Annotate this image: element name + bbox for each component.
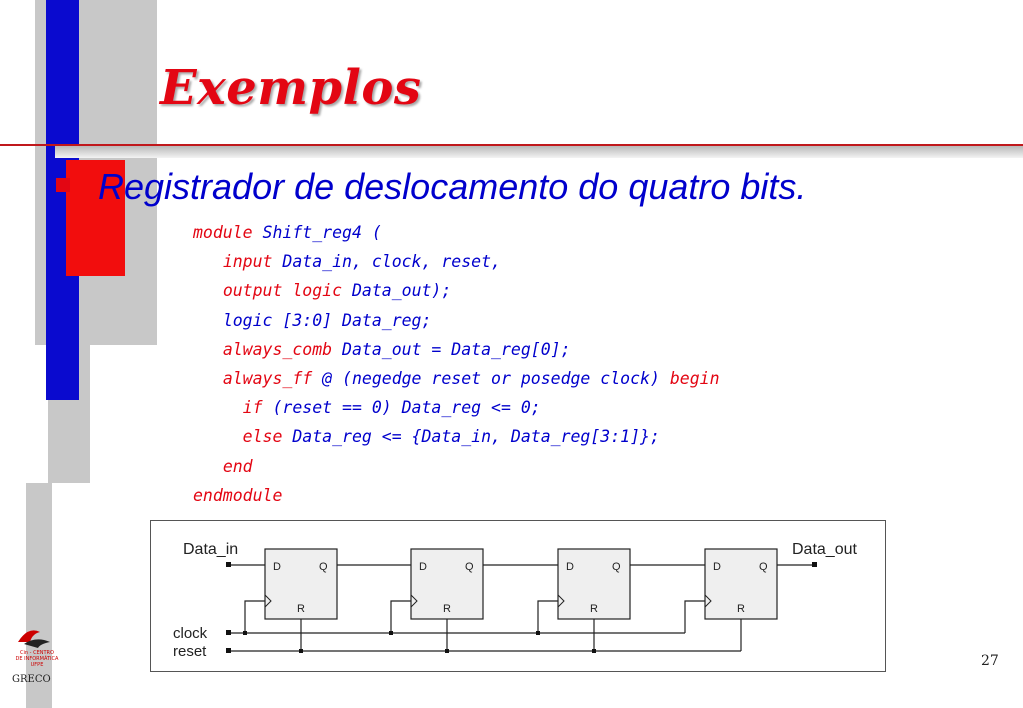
logo-caption: Cin - CENTRO DE INFORMÁTICA UFPE [11,650,63,668]
data-in-label: Data_in [183,541,238,558]
flipflop-2: D Q R [410,548,484,620]
page-number: 27 [981,653,999,669]
ff-q-label: Q [612,561,621,573]
logo-caption-line: UFPE [30,662,44,668]
shift-register-diagram: Data_in Data_out clock reset [150,520,886,672]
clock-label: clock [173,625,208,642]
flipflop-4: D Q R [704,548,778,620]
ff-r-label: R [737,603,745,615]
code-keyword: begin [669,369,720,389]
bullet-icon [56,178,70,192]
code-text: logic [3:0] Data_reg; [222,310,432,330]
ff-q-label: Q [759,561,768,573]
ff-d-label: D [419,561,427,573]
code-text: Data_reg <= {Data_in, Data_reg[3:1]}; [282,427,660,447]
code-keyword: end [222,456,253,476]
ff-d-label: D [713,561,721,573]
cin-logo-icon [18,630,50,648]
decor-gray-strip-narrow [26,483,52,708]
title-divider [0,144,1023,146]
code-keyword: always_comb [222,339,333,359]
code-keyword: output logic [222,281,343,301]
code-text: (reset == 0) Data_reg <= 0; [262,398,541,418]
ff-d-label: D [273,561,281,573]
code-text: Data_out = Data_reg[0]; [332,339,571,359]
slide-heading: Registrador de deslocamento do quatro bi… [98,166,807,207]
logo-caption-line: DE INFORMÁTICA [15,656,59,662]
code-text: @ (negedge reset or posedge clock) [312,369,670,389]
ff-q-label: Q [319,561,328,573]
code-keyword: always_ff [222,369,313,389]
code-keyword: if [242,398,263,418]
data-out-label: Data_out [792,541,857,558]
reset-label: reset [173,643,207,660]
code-text: Shift_reg4 ( [252,223,382,242]
ff-r-label: R [443,603,451,615]
code-keyword: input [222,252,273,272]
code-text: Data_in, clock, reset, [272,252,501,272]
slide-title: Exemplos [160,60,422,116]
ff-d-label: D [566,561,574,573]
ff-r-label: R [297,603,305,615]
code-text: Data_out); [342,281,452,301]
ff-r-label: R [590,603,598,615]
logo-caption-line: Cin - CENTRO [20,650,54,656]
circuit-svg: Data_in Data_out clock reset [173,541,857,660]
flipflop-1: D Q R [264,548,338,620]
decor-red-block [66,160,125,276]
code-keyword: module [193,223,253,242]
ff-q-label: Q [465,561,474,573]
code-keyword: else [242,427,283,447]
flipflop-3: D Q R [557,548,631,620]
footer-greco: GRECO [12,674,51,685]
code-block: module Shift_reg4 ( input Data_in, clock… [193,218,720,510]
code-keyword: endmodule [193,485,283,505]
title-divider-shadow [55,146,1023,158]
